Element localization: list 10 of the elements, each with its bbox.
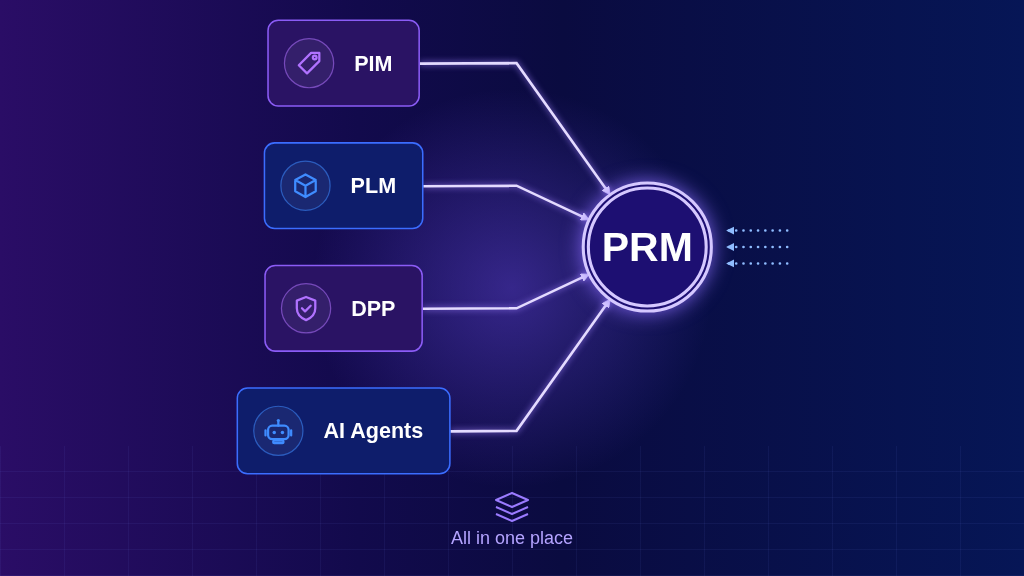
node-circle: PRM	[581, 181, 713, 313]
node-box: PIM	[266, 19, 420, 107]
arrow	[422, 184, 590, 221]
arrow	[422, 273, 590, 311]
arrow	[450, 298, 611, 433]
arrow	[419, 61, 611, 196]
node-box: PLM	[263, 142, 424, 230]
node-box: DPP	[264, 264, 423, 352]
tagline: All in one place	[450, 528, 574, 549]
node-box: AI Agents	[236, 387, 451, 475]
